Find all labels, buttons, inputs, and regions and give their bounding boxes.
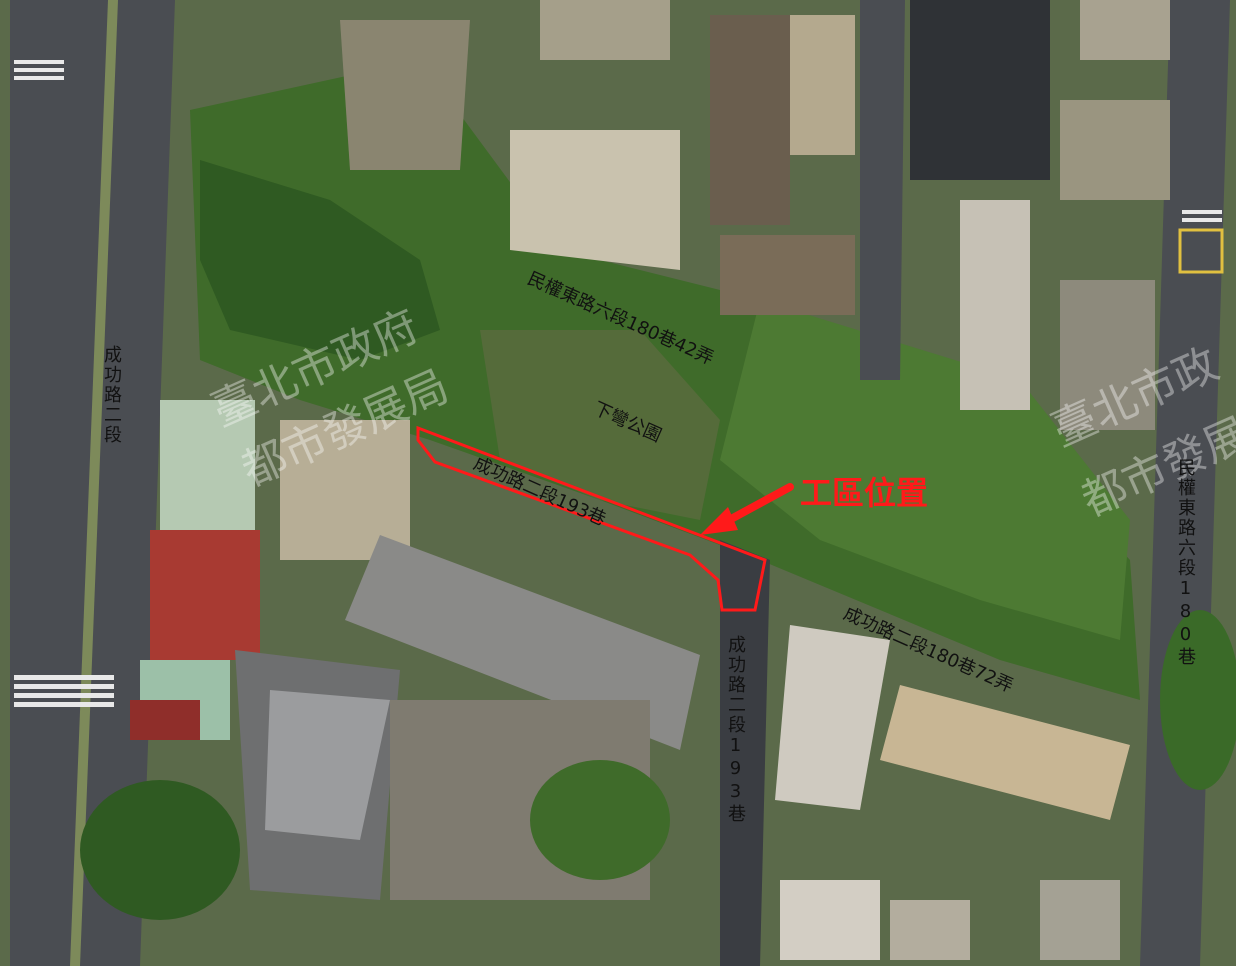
building — [340, 20, 470, 170]
building — [880, 685, 1130, 820]
building — [160, 400, 255, 530]
building — [775, 625, 890, 810]
building — [1080, 0, 1170, 60]
work-zone-outline — [416, 425, 767, 612]
building — [960, 200, 1030, 410]
park-lawn — [720, 300, 1130, 640]
label-chenggong-left: 成功路二段 — [101, 345, 122, 445]
building — [1040, 880, 1120, 960]
label-lane-193-vertical: 成功路二段193巷 — [725, 635, 746, 824]
road-median — [70, 0, 118, 966]
building — [510, 130, 680, 270]
crosswalk-right — [1182, 210, 1222, 222]
crosswalk-left — [14, 60, 114, 707]
tree-cluster — [200, 160, 440, 360]
building-large — [345, 535, 700, 750]
park-center — [480, 330, 720, 520]
building — [910, 0, 1050, 180]
building — [720, 235, 855, 315]
building — [790, 15, 855, 155]
tree-cluster — [1160, 610, 1236, 790]
building — [1060, 100, 1170, 200]
building-roof — [265, 690, 390, 840]
work-zone-callout: 工區位置 — [800, 474, 929, 512]
building — [540, 0, 670, 60]
building — [280, 420, 410, 560]
callout-arrow — [700, 483, 794, 535]
label-minquan-180-vertical: 民權東路六段180巷 — [1175, 458, 1196, 667]
building — [780, 880, 880, 960]
building — [1060, 280, 1155, 430]
road-top-center — [860, 0, 905, 380]
building — [710, 15, 790, 225]
red-roof-building — [150, 530, 260, 660]
tree-cluster — [530, 760, 670, 880]
road-lane-193-vertical — [720, 540, 770, 966]
building — [890, 900, 970, 960]
yellow-box-junction — [1178, 228, 1224, 274]
tree-cluster — [80, 780, 240, 920]
building — [130, 700, 200, 740]
